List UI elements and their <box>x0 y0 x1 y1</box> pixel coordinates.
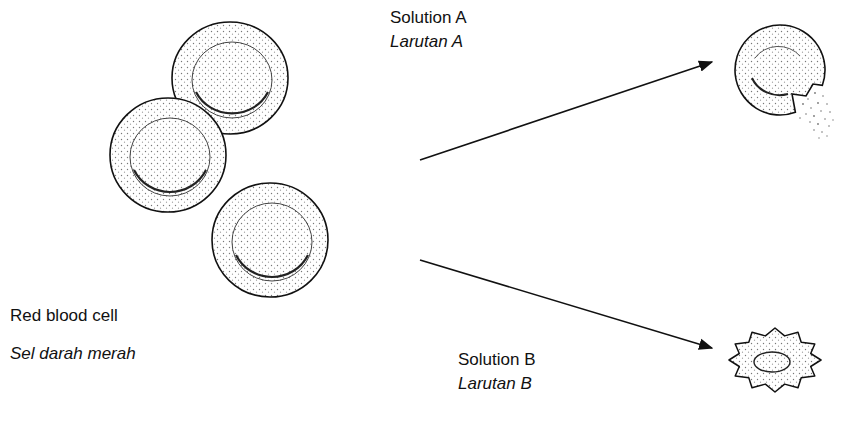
solution-label: Larutan A <box>390 32 463 52</box>
red-blood-cell <box>110 98 226 212</box>
cell-label: Red blood cell <box>10 306 118 326</box>
burst-cell <box>735 25 834 139</box>
solution-label: Solution A <box>390 8 467 28</box>
red-blood-cell <box>212 183 328 297</box>
solution-label: Larutan B <box>458 374 532 394</box>
crenated-cell <box>729 328 821 392</box>
cell-label: Sel darah merah <box>10 344 136 364</box>
solution-label: Solution B <box>458 350 536 370</box>
arrow <box>420 62 712 160</box>
arrow <box>420 260 712 348</box>
